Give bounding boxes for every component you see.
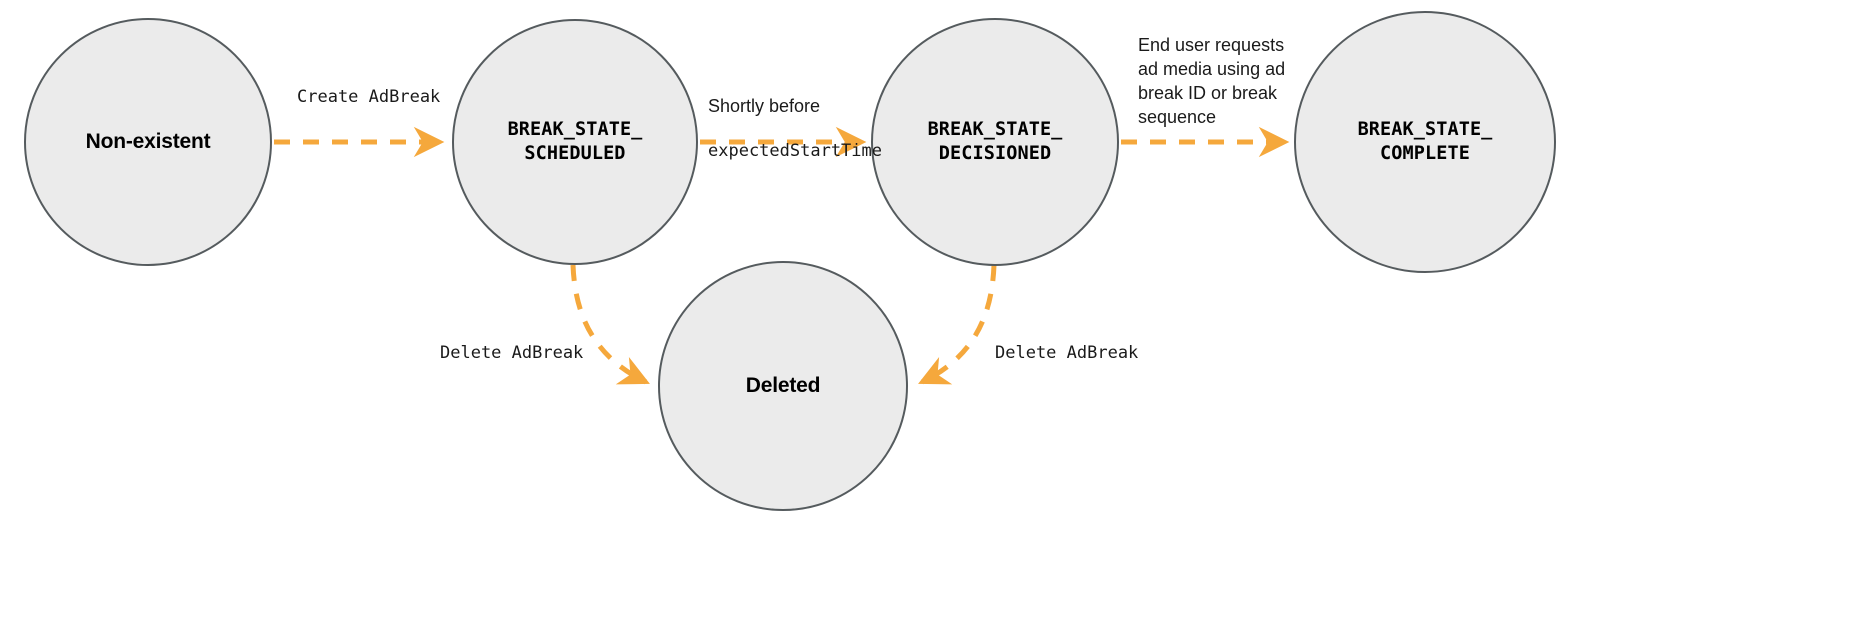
state-node-non-existent[interactable]: Non-existent — [24, 18, 272, 266]
state-node-deleted[interactable]: Deleted — [658, 261, 908, 511]
edge-label-delete-adbreak-from-scheduled: Delete AdBreak — [440, 343, 584, 363]
edge-label-create-adbreak: Create AdBreak — [297, 87, 441, 107]
state-node-break-state-decisioned[interactable]: BREAK_STATE_ DECISIONED — [871, 18, 1119, 266]
edge-label-line-2: expectedStartTime — [708, 141, 882, 162]
state-node-label: BREAK_STATE_ COMPLETE — [1357, 119, 1493, 164]
state-node-break-state-scheduled[interactable]: BREAK_STATE_ SCHEDULED — [452, 19, 698, 265]
edge-delete-adbreak-from-scheduled — [570, 264, 650, 385]
edge-delete-adbreak-from-decisioned — [918, 264, 997, 385]
state-node-break-state-complete[interactable]: BREAK_STATE_ COMPLETE — [1294, 11, 1556, 273]
state-node-label: BREAK_STATE_ SCHEDULED — [507, 119, 643, 164]
edge-label-delete-adbreak-from-decisioned: Delete AdBreak — [995, 343, 1139, 363]
edge-label-line-1: Shortly before — [708, 96, 821, 117]
state-node-label: Non-existent — [85, 129, 211, 153]
state-node-label: Deleted — [745, 373, 821, 397]
edge-label-end-user-requests-ad-media: End user requests ad media using ad brea… — [1138, 35, 1286, 127]
state-node-label: BREAK_STATE_ DECISIONED — [927, 119, 1063, 164]
edge-label-shortly-before-expected-start-time: Shortly before expectedStartTime — [708, 74, 882, 184]
